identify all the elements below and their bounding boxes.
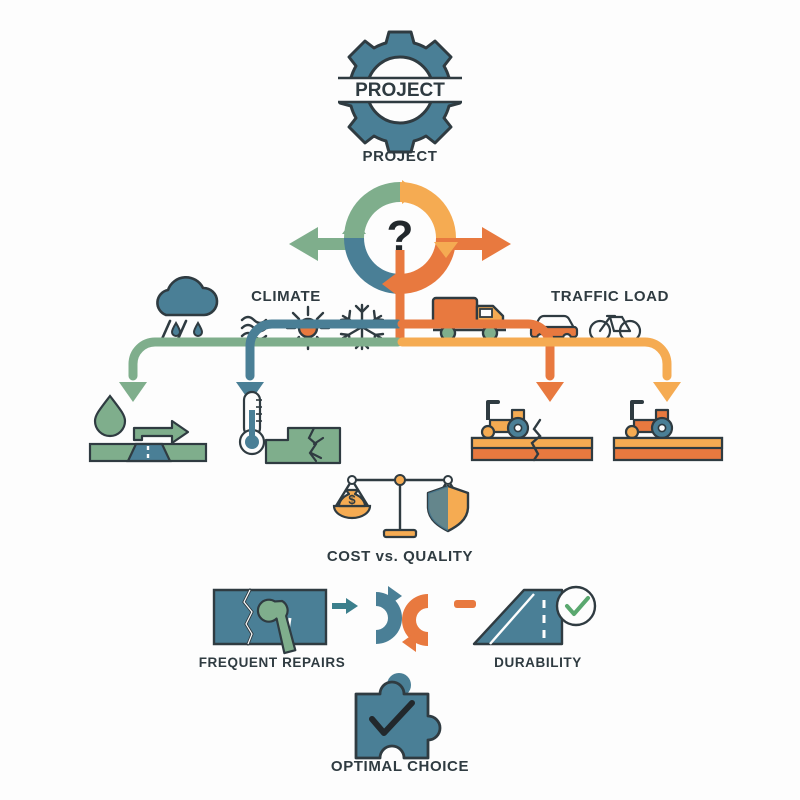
road-roller-icon [624,400,674,440]
road-cross-section-icon [88,442,208,463]
svg-text:$: $ [348,492,356,507]
tradeoff-label: COST vs. QUALITY [326,548,474,565]
dash-icon [454,600,476,610]
cycle-arrows-icon[interactable] [352,578,452,660]
cycle-ring [342,180,458,296]
rain-cloud-icon [150,276,222,345]
road-roller-icon [480,400,530,440]
cracked-ground-icon [264,426,342,465]
flow-arrow-icon [132,419,190,445]
outcome-pavement-cracking[interactable] [470,392,594,462]
decision-hub[interactable]: ? [278,176,522,300]
arrow-right-icon [452,227,511,261]
branch-heavy-load [397,319,564,402]
thermometer-icon [238,390,266,456]
optimal-choice-node[interactable] [342,674,458,760]
outcome-thermal-cracking[interactable] [222,388,342,465]
frequent-repairs-node[interactable] [212,584,328,655]
tradeoff-node[interactable]: $ [328,466,472,544]
outcome-smooth-pavement[interactable] [612,392,724,462]
branch-drainage [119,337,403,402]
factor-label-climate: CLIMATE [251,288,321,305]
gear-icon: PROJECT [338,30,462,154]
money-bag-icon: $ [337,488,367,508]
puzzle-piece-check-icon [354,680,442,760]
balance-scale-icon: $ [332,474,470,539]
shield-icon [426,484,470,533]
project-label: PROJECT [362,148,438,165]
segment-bottom-left [344,238,400,294]
arrow-left-icon [289,227,348,261]
cracked-asphalt-icon [470,418,594,462]
segment-top-right [400,182,456,238]
wrench-icon [256,598,297,655]
outcome-drainage[interactable] [88,392,208,463]
smooth-road-icon [472,588,564,646]
factor-label-traffic: TRAFFIC LOAD [550,288,669,305]
branch-connectors [0,250,800,420]
check-circle-icon [555,585,597,627]
frequent-repairs-label: FREQUENT REPAIRS [198,655,346,670]
water-drop-icon [93,394,127,438]
project-gear-node[interactable]: PROJECT [330,28,470,154]
branch-compaction [397,337,681,402]
optimal-choice-label: OPTIMAL CHOICE [330,758,470,775]
gear-inner-text: PROJECT [355,80,445,101]
arrow-right-small-icon [332,598,358,614]
durability-node[interactable] [470,584,600,650]
smooth-asphalt-icon [612,436,724,462]
durability-label: DURABILITY [494,655,582,670]
